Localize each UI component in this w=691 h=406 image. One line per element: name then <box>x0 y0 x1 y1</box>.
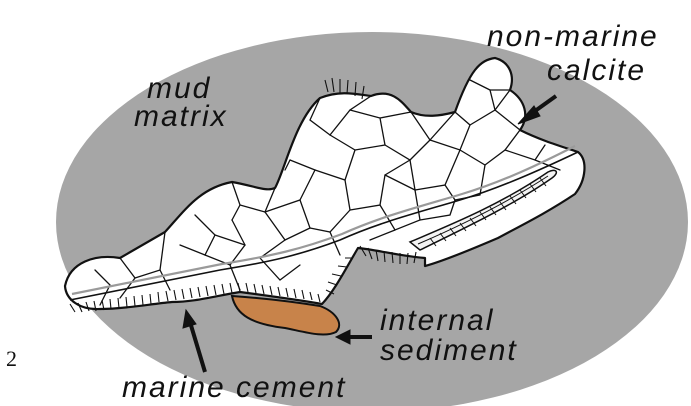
mud-matrix-label-2: matrix <box>134 100 228 133</box>
internal-label-1: internal <box>380 304 494 337</box>
figure-number: 2 <box>6 346 17 371</box>
non-marine-label-1: non-marine <box>487 20 659 53</box>
non-marine-label-2: calcite <box>547 54 646 87</box>
internal-label-2: sediment <box>380 334 518 367</box>
marine-cement-label: marine cement <box>122 371 346 404</box>
